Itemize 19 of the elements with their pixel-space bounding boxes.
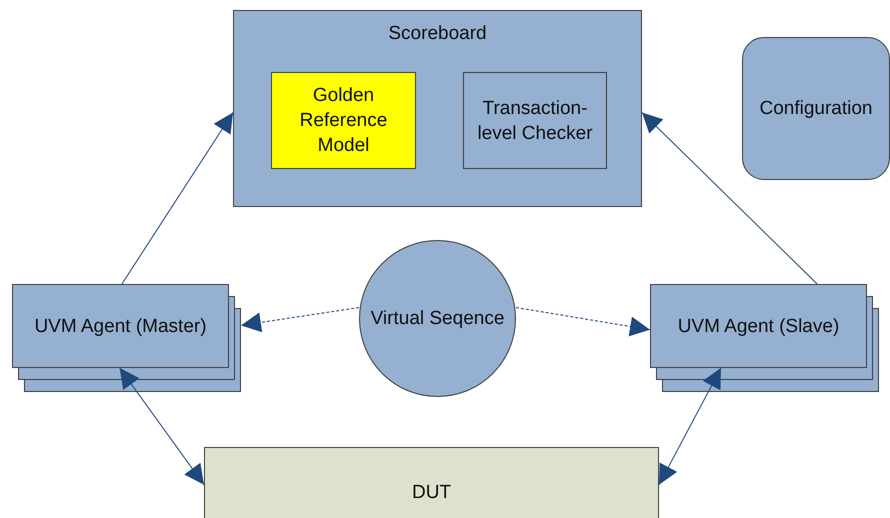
arrow (642, 112, 818, 284)
model-box (271, 72, 416, 169)
checker-box (463, 72, 607, 169)
arrow (119, 367, 204, 486)
node-label: UVM Agent (Master) (33, 314, 208, 338)
node-label: DUT (410, 480, 452, 504)
arrow (121, 112, 234, 284)
arrow (658, 367, 722, 486)
configuration-box (742, 37, 890, 180)
dashed-arrow (516, 307, 650, 336)
node-label: Scoreboard (387, 22, 488, 46)
scoreboard-box (233, 10, 642, 207)
node-label: Golden Reference Model (298, 84, 388, 158)
node-label: UVM Agent (Slave) (676, 314, 840, 338)
node-label: Transaction-level Checker (476, 96, 594, 146)
dashed-arrow (240, 307, 360, 332)
node-label: Virtual Seqence (370, 307, 506, 331)
dut-box (204, 447, 659, 518)
node-label: Configuration (758, 97, 874, 121)
